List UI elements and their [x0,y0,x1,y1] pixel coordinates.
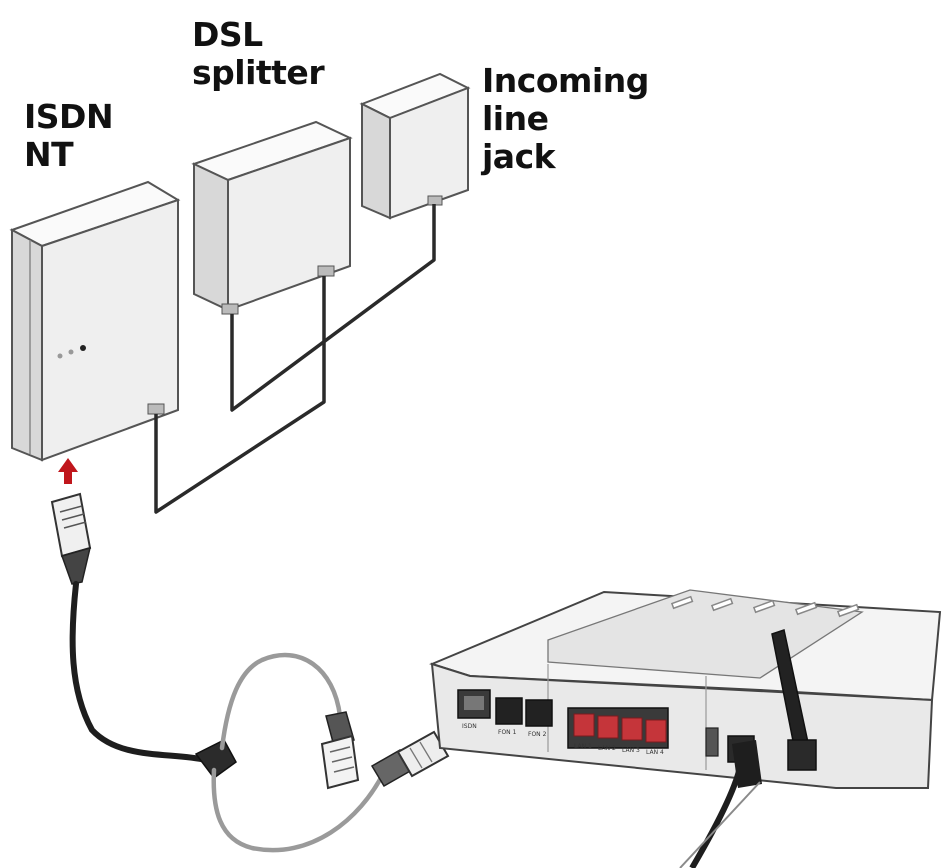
black-cable-to-y-splitter [69,581,209,763]
lan-ports [567,707,669,749]
port-label-fon-2: FON 2 [528,731,547,738]
status-led-1 [57,353,63,359]
port-label-isdn: ISDN [462,723,477,730]
dsl-splitter-label: DSL splitter [192,15,325,92]
dsl-splitter-device [191,120,353,315]
incoming-line-jack-label: Incoming line jack [482,62,649,176]
port-label-fon-1: FON 1 [498,729,517,736]
port-label-lan-4: LAN 4 [646,749,664,756]
red-arrow-up-icon [58,458,78,484]
isdn-nt-label-line-2: NT [24,135,74,174]
isdn-nt-device [9,180,181,462]
incoming-line-jack-label-line-1: Incoming [482,61,649,100]
isdn-nt-label: ISDN NT [24,97,114,174]
rj45-plug-loose [320,711,360,790]
isdn-nt-label-line-1: ISDN [24,97,114,136]
incoming-line-jack-label-line-2: line [482,99,549,138]
rj45-plug-nt [50,492,92,585]
incoming-line-jack-label-line-3: jack [482,137,556,176]
y-splitter [194,739,237,780]
wall-cables [154,204,436,514]
port-label-lan-3: LAN 3 [622,747,640,754]
status-led-2 [68,349,74,355]
dsl-splitter-label-line-2: splitter [192,53,325,92]
gray-cables [211,653,387,853]
dsl-splitter-label-line-1: DSL [192,15,263,54]
router-device [429,589,942,868]
incoming-line-jack-device [359,72,471,220]
port-label-lan-2: LAN 2 [598,745,616,752]
router-port-labels: ISDN FON 1 FON 2 LAN 1 LAN 2 LAN 3 LAN 4 [462,723,664,756]
antenna [771,629,817,771]
status-led-3 [80,345,86,351]
rj45-plug-router [370,730,450,788]
port-label-lan-1: LAN 1 [574,743,592,750]
